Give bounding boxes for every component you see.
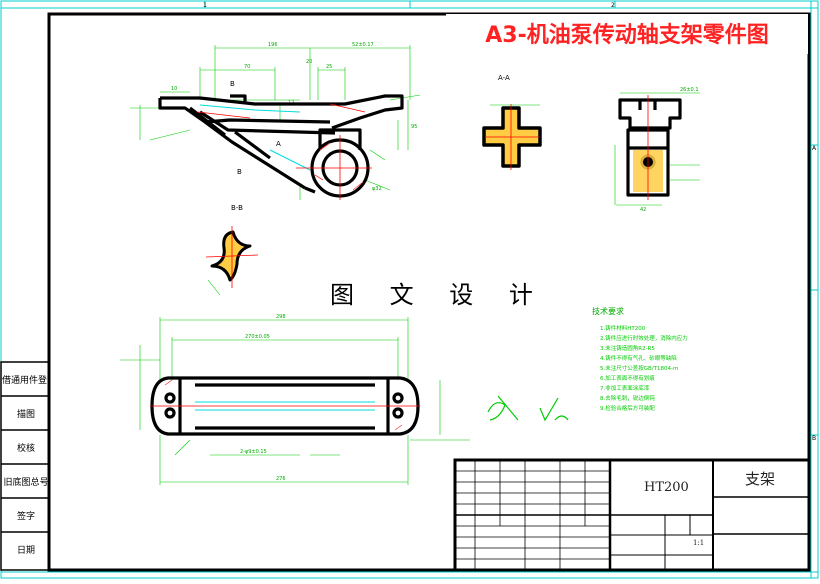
dim-25: 25 [326,64,332,70]
title-block [453,458,811,572]
title-block-scale: 1:1 [693,539,705,547]
dim-95: 95 [411,124,417,130]
border-marker-b: B [812,435,816,442]
border-marker-2: 2 [611,2,615,9]
title-block-material: HT200 [644,480,689,495]
dim-276: 276 [276,476,286,482]
tech-requirement-item: 6.加工表面不得有划痕 [600,376,655,382]
dim-70: 70 [244,64,250,70]
dim-298: 298 [276,314,286,320]
border-marker-a: A [812,145,817,152]
tech-requirement-item: 9.检验合格后方可装配 [600,406,655,412]
tech-requirement-item: 8.去除毛刺，锐边倒钝 [600,396,655,402]
side-label-signature: 签字 [16,512,35,522]
side-label-check: 校核 [16,444,35,454]
section-a-a: A-A [482,74,542,170]
dim-52: 52±0.17 [352,42,374,48]
dim-196: 196 [268,42,278,48]
dim-2x9: 2-φ9±0.15 [240,449,267,455]
tech-requirement-item: 2.铸件应进行时效处理，消除内应力 [600,336,688,342]
tech-requirement-item: 7.非加工表面涂底漆 [600,386,650,392]
side-label-register: 借通用件登记 [2,376,50,386]
border-marker-1: 1 [203,2,207,9]
section-mark-b-bottom: B [237,168,242,176]
front-view: 196 52±0.17 70 25 10 20 12 95 φ32 [130,42,421,200]
section-mark-a: A [276,140,281,148]
dim-270: 270±0.05 [245,334,270,340]
drawing-frame [47,12,811,572]
dim-phi32: φ32 [372,186,382,192]
drawing-title: A3-机油泵传动轴支架零件图 [485,23,769,48]
tech-requirement-item: 3.未注铸造圆角R2-R5 [600,346,655,352]
section-a-a-label: A-A [498,74,510,82]
tech-requirement-item: 5.未注尺寸公差按GB/T1804-m [600,366,679,372]
side-view: 26±0.1 42 [614,87,700,213]
section-mark-b-top: B [230,80,235,88]
dim-42: 42 [640,207,646,213]
tech-requirement-item: 1.铸件材料HT200 [600,326,646,332]
title-banner: A3-机油泵传动轴支架零件图 [446,14,808,54]
section-b-b-label: B-B [231,204,243,212]
side-strip [0,361,50,571]
dim-20: 20 [306,59,312,65]
title-block-part-name: 支架 [745,470,776,488]
side-label-date: 日期 [16,546,35,556]
tech-requirement-item: 4.铸件不得有气孔、砂眼等缺陷 [600,356,677,362]
dim-10: 10 [171,86,177,92]
section-b-b: B-B [205,204,259,296]
dim-26: 26±0.1 [680,87,699,93]
side-label-trace: 描图 [16,410,35,420]
top-view: 298 270±0.05 276 2-φ9±0.15 [120,314,569,485]
tech-requirements-heading: 技术要求 [592,307,624,316]
watermark-text: 图 文 设 计 [330,281,547,309]
side-label-old-number: 旧底图总号 [3,478,49,488]
